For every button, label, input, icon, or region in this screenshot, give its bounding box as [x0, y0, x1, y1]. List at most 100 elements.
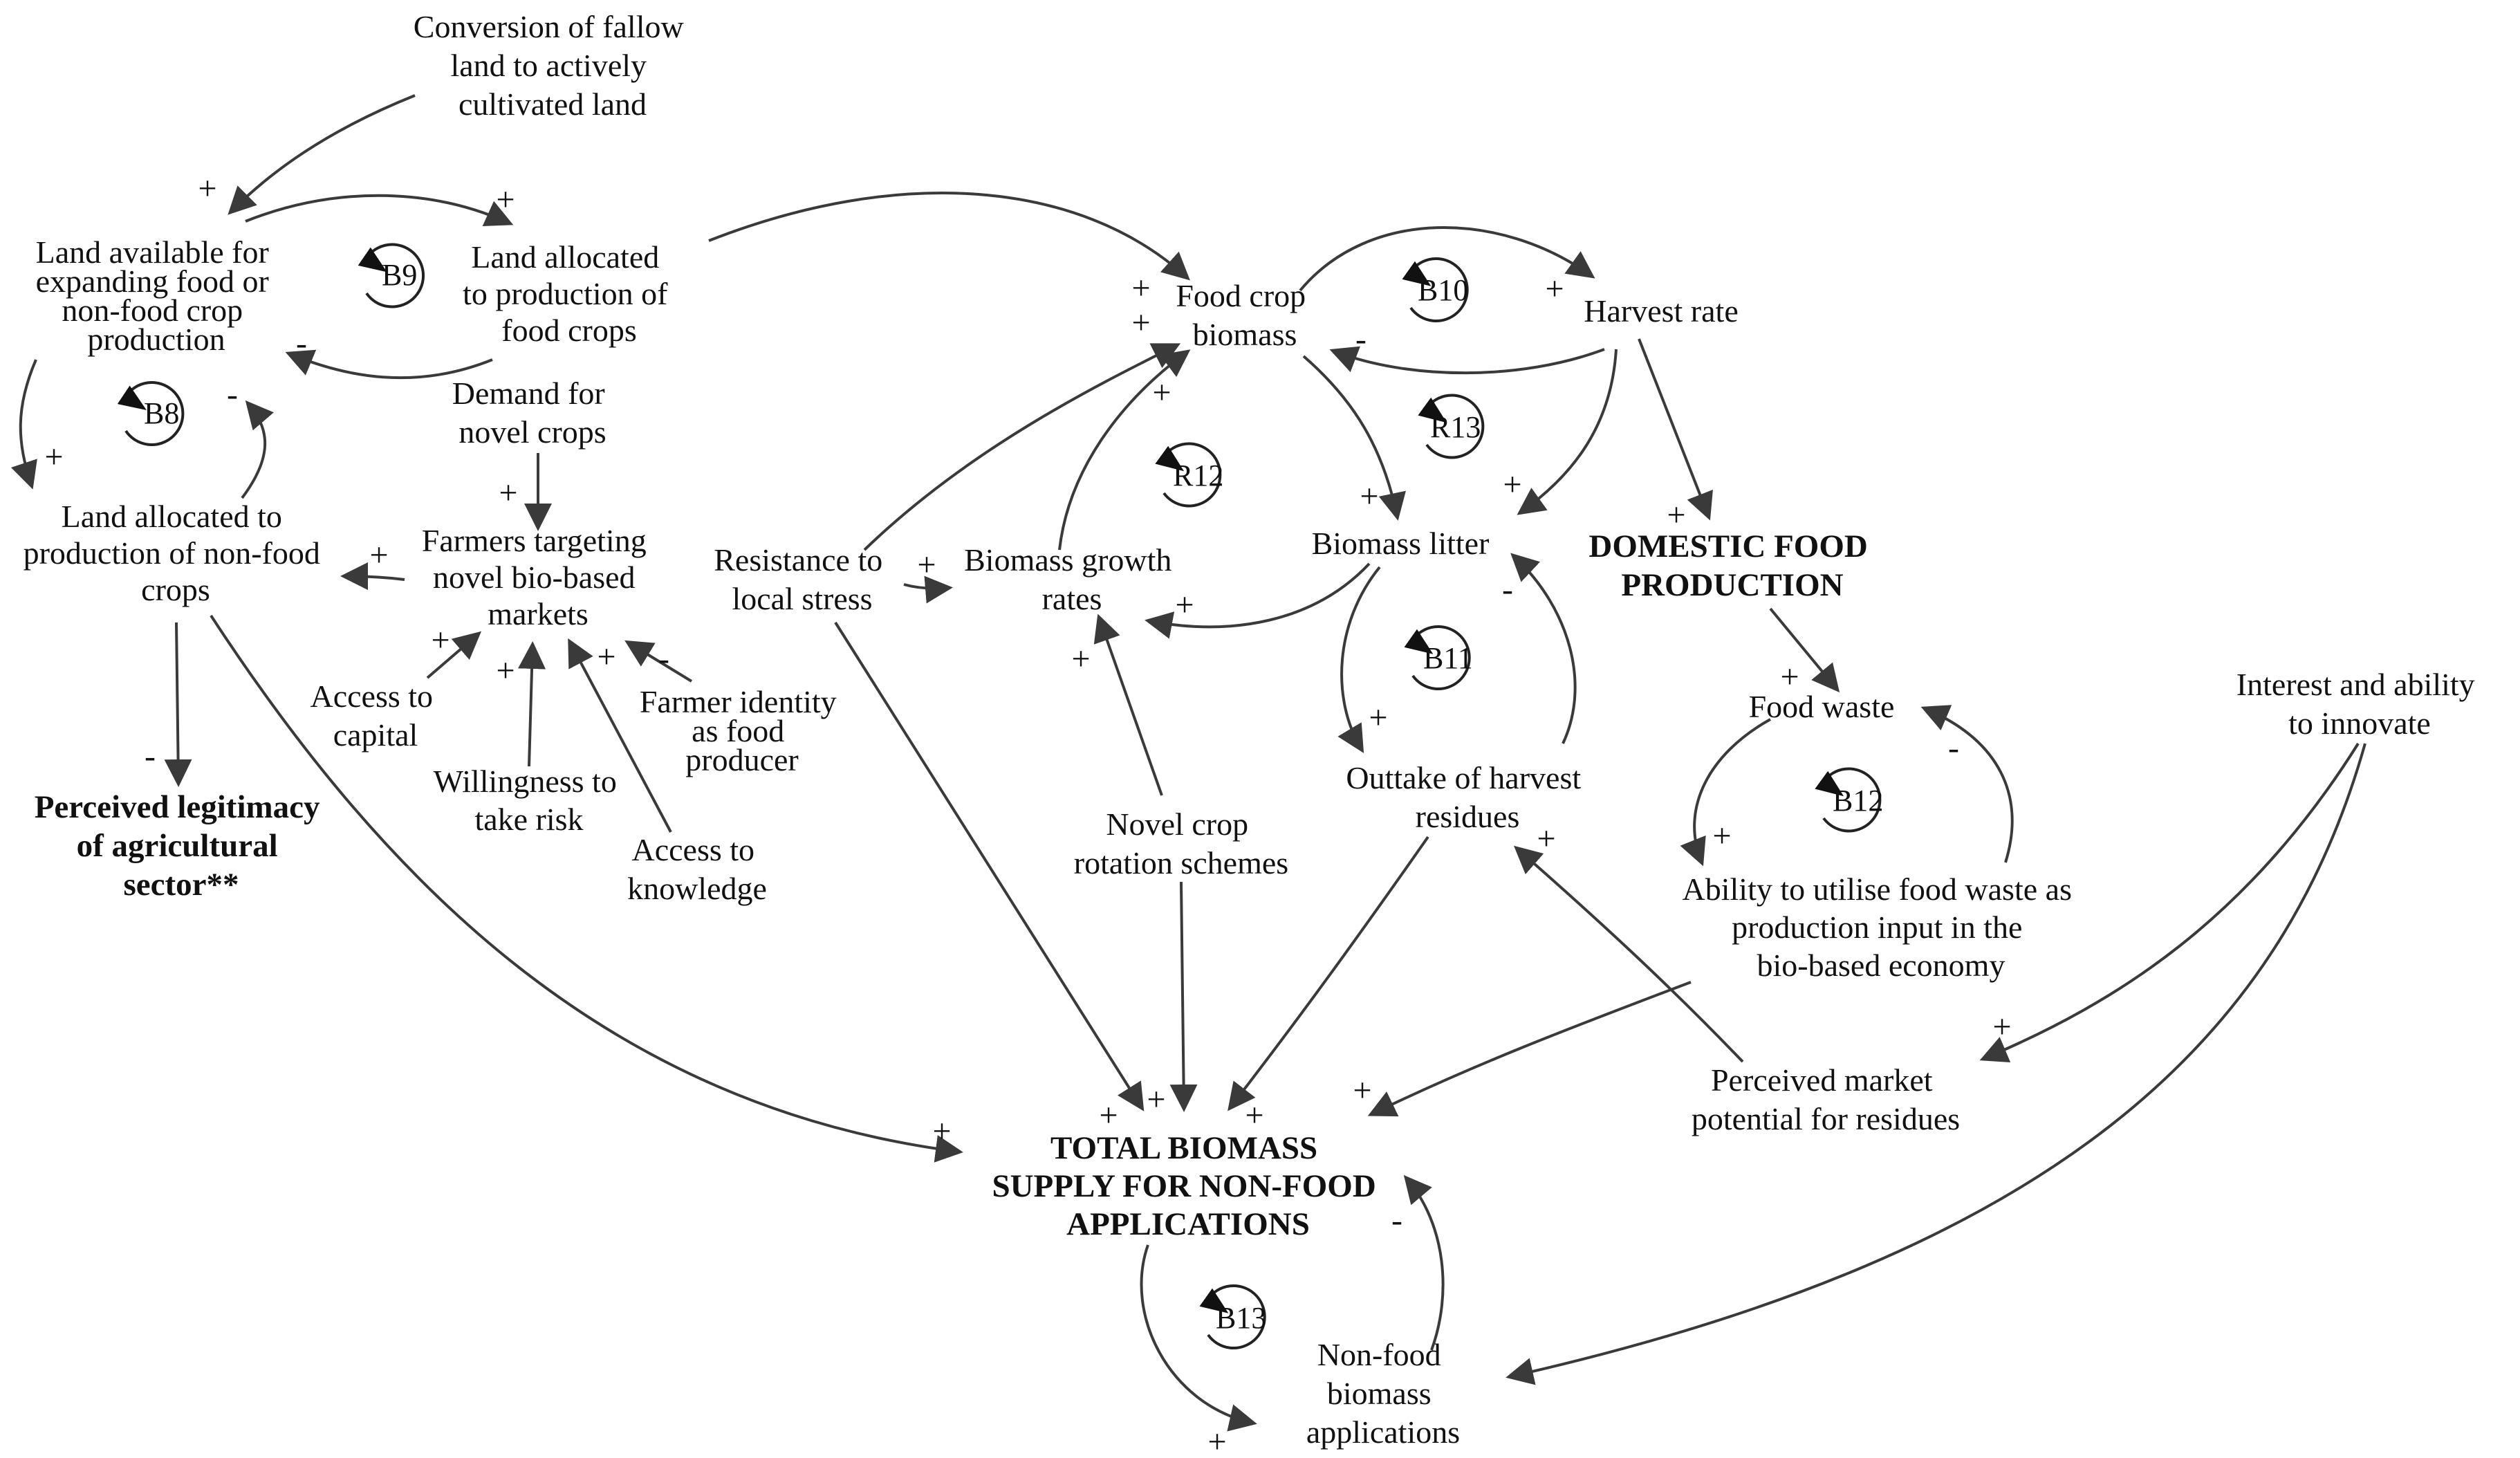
- var-novel-rotation: Novel crop rotation schemes: [1074, 806, 1288, 880]
- link-ability-to-total-biomass: [1367, 981, 1692, 1117]
- sign-plus: +: [1175, 587, 1194, 623]
- link-outtake-to-litter: [1510, 553, 1577, 744]
- sign-minus: -: [1502, 571, 1513, 608]
- sign-plus: +: [1131, 270, 1150, 306]
- sign-plus: +: [496, 652, 515, 689]
- loop-b11-label: B11: [1423, 641, 1473, 675]
- link-domestic-food-to-food-waste: [1769, 607, 1840, 693]
- sign-plus: +: [1353, 1072, 1371, 1109]
- link-harvest-to-litter: [1517, 349, 1618, 515]
- link-nonfood-applications-to-total-biomass: [1403, 1174, 1445, 1351]
- var-total-biomass: TOTAL BIOMASS SUPPLY FOR NON-FOOD APPLIC…: [992, 1130, 1384, 1242]
- link-land-nonfood-to-legitimacy: [164, 622, 192, 787]
- var-domestic-food: DOMESTIC FOOD PRODUCTION: [1588, 528, 1875, 603]
- sign-plus: +: [1071, 640, 1090, 677]
- sign-plus: +: [1360, 478, 1378, 515]
- variables: Conversion of fallow land to actively cu…: [24, 9, 2483, 1450]
- var-willingness-risk: Willingness to take risk: [434, 764, 625, 837]
- link-land-nonfood-to-land-available: [241, 400, 275, 499]
- link-land-food-to-food-crop-biomass: [708, 192, 1190, 281]
- var-perceived-legitimacy: Perceived legitimacy of agricultural sec…: [35, 789, 328, 903]
- sign-plus: +: [1147, 1081, 1165, 1118]
- link-land-available-to-land-food: [245, 194, 514, 227]
- loop-r13: R13: [1418, 394, 1485, 459]
- sign-plus: +: [198, 170, 216, 207]
- link-harvest-to-domestic-food: [1638, 338, 1713, 521]
- var-resistance-stress: Resistance to local stress: [714, 542, 891, 616]
- loop-b8: B8: [117, 381, 185, 446]
- loop-b12-label: B12: [1833, 784, 1883, 818]
- loop-r12-label: R12: [1173, 459, 1223, 492]
- feedback-loops: B9 B8 B10 R13 R12 B11 B12 B13: [117, 243, 1883, 1349]
- link-food-crop-to-litter: [1302, 355, 1406, 521]
- sign-plus: +: [1537, 820, 1555, 857]
- sign-plus: +: [1369, 699, 1387, 736]
- sign-minus: -: [658, 640, 669, 677]
- sign-plus: +: [1503, 466, 1521, 503]
- var-interest-innovate: Interest and ability to innovate: [2236, 667, 2483, 741]
- sign-minus: -: [1391, 1202, 1402, 1239]
- sign-plus: +: [369, 537, 388, 573]
- link-identity-to-farmers: [624, 640, 693, 683]
- link-conversion-to-land-available: [228, 94, 416, 215]
- link-knowledge-to-farmers: [568, 638, 672, 833]
- var-biomass-litter: Biomass litter: [1312, 526, 1490, 561]
- var-farmer-identity: Farmer identity as food producer: [640, 684, 844, 777]
- loop-b13-icon: [1199, 1284, 1266, 1349]
- sign-minus: -: [1355, 321, 1366, 358]
- link-food-waste-to-ability: [1680, 718, 1771, 867]
- sign-plus: +: [597, 638, 615, 675]
- var-food-crop-biomass: Food crop biomass: [1176, 278, 1313, 352]
- loop-b11-icon: [1404, 625, 1471, 690]
- loop-b9-icon: [358, 243, 425, 308]
- loop-r12-icon: [1155, 442, 1222, 508]
- sign-minus: -: [296, 325, 307, 362]
- sign-plus: +: [431, 622, 450, 658]
- loop-b12-icon: [1815, 767, 1882, 833]
- loop-b9-label: B9: [382, 258, 417, 292]
- sign-minus: -: [227, 376, 238, 413]
- loop-b8-icon: [117, 381, 185, 446]
- var-farmers-targeting: Farmers targeting novel bio-based market…: [422, 523, 654, 631]
- loop-b13-label: B13: [1216, 1301, 1266, 1335]
- var-conversion-fallow: Conversion of fallow land to actively cu…: [414, 9, 692, 122]
- loop-b12: B12: [1815, 767, 1883, 833]
- polarity-signs: + + - - + + + + + + - - + + + + - + + + …: [44, 170, 2011, 1458]
- link-interest-to-nonfood-applications: [1505, 743, 2366, 1385]
- link-resistance-to-total-biomass: [834, 621, 1145, 1111]
- loop-b9: B9: [358, 243, 425, 308]
- sign-plus: +: [1992, 1008, 2011, 1045]
- link-perceived-market-to-outtake: [1513, 845, 1744, 1063]
- var-harvest-rate: Harvest rate: [1584, 293, 1739, 329]
- link-rotation-to-total-biomass: [1169, 881, 1198, 1112]
- sign-plus: +: [496, 181, 515, 218]
- sign-plus: +: [1545, 270, 1564, 307]
- link-total-biomass-to-nonfood-applications: [1140, 1244, 1257, 1432]
- causal-links: [10, 94, 2366, 1432]
- loop-b10-label: B10: [1418, 273, 1468, 307]
- link-land-nonfood-to-total-biomass: [210, 614, 963, 1163]
- sign-plus: +: [1712, 818, 1731, 854]
- link-food-crop-to-harvest: [1299, 225, 1595, 292]
- link-land-available-to-land-nonfood: [10, 359, 37, 490]
- link-outtake-to-total-biomass: [1227, 836, 1429, 1111]
- var-outtake-residues: Outtake of harvest residues: [1346, 760, 1588, 834]
- link-litter-to-growth: [1145, 562, 1371, 639]
- sign-plus: +: [1245, 1097, 1263, 1134]
- loop-r13-label: R13: [1430, 410, 1481, 444]
- loop-b13: B13: [1199, 1284, 1266, 1349]
- var-demand-novel: Demand for novel crops: [452, 376, 613, 450]
- link-resistance-to-growth: [903, 575, 953, 604]
- var-perceived-market: Perceived market potential for residues: [1692, 1062, 1960, 1136]
- link-litter-to-outtake: [1337, 566, 1381, 753]
- var-food-waste: Food waste: [1749, 689, 1895, 724]
- link-rotation-to-growth: [1093, 613, 1163, 796]
- loop-b8-label: B8: [144, 396, 179, 430]
- var-ability-food-waste: Ability to utilise food waste as product…: [1683, 871, 2080, 983]
- loop-b10-icon: [1402, 257, 1469, 322]
- link-resistance-to-food-crop: [863, 343, 1181, 551]
- loop-r13-icon: [1418, 394, 1485, 459]
- sign-plus: +: [1131, 304, 1150, 341]
- link-ability-to-food-waste: [1920, 705, 2014, 863]
